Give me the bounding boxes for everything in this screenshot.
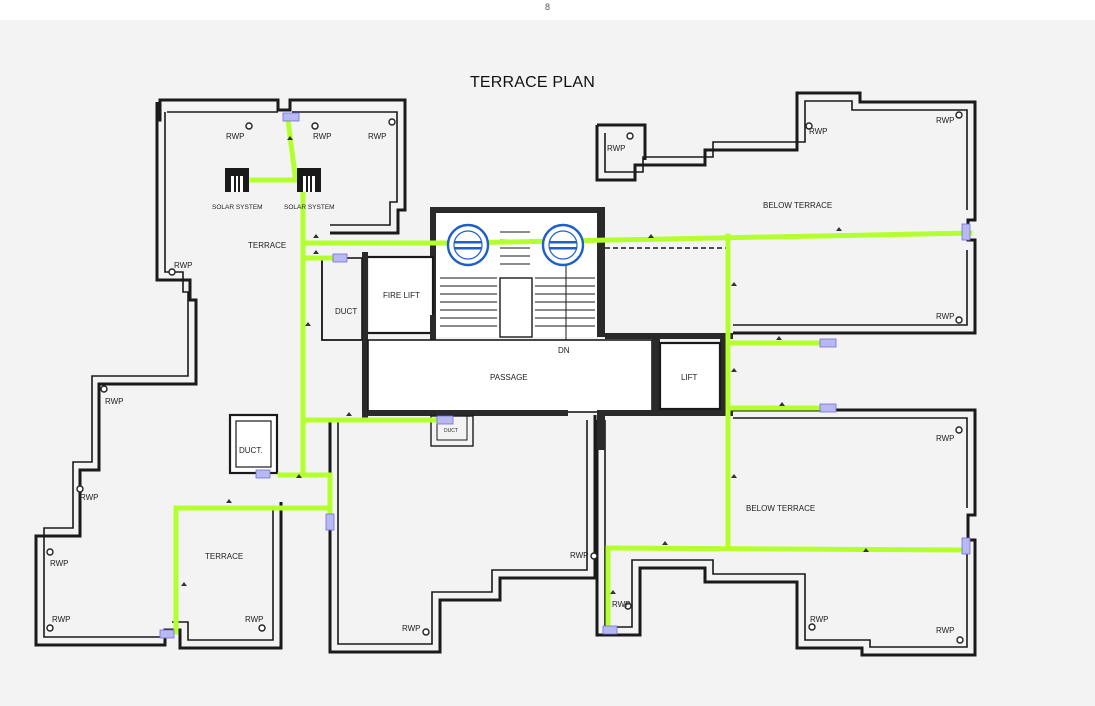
solar-panel-icon bbox=[225, 168, 249, 192]
duct-label: DUCT bbox=[444, 428, 458, 434]
rwp-icon bbox=[311, 122, 319, 130]
duct-upper-room bbox=[321, 257, 363, 341]
page-header-band bbox=[0, 0, 1095, 20]
solar-system-label: SOLAR SYSTEM bbox=[212, 204, 263, 211]
solar-labels: SOLAR SYSTEM SOLAR SYSTEM bbox=[212, 204, 335, 211]
rwp-label: RWP bbox=[936, 312, 955, 321]
plan-title: TERRACE PLAN bbox=[469, 74, 596, 91]
pipe-tag-icon bbox=[819, 338, 837, 348]
rwp-icon bbox=[100, 385, 108, 393]
pipe-tag-icon bbox=[332, 253, 348, 263]
pipe-tag-icon bbox=[255, 469, 271, 479]
rwp-icon bbox=[805, 122, 813, 130]
rwp-label: RWP bbox=[80, 493, 99, 502]
fire-lift-label: FIRE LIFT bbox=[383, 291, 420, 300]
water-tank-icon bbox=[446, 223, 490, 267]
lift-label: LIFT bbox=[681, 373, 698, 382]
solar-system-label: SOLAR SYSTEM bbox=[284, 204, 335, 211]
rwp-label: RWP bbox=[936, 434, 955, 443]
terrace-label: TERRACE bbox=[205, 552, 243, 561]
page-number: 8 bbox=[544, 2, 550, 12]
pipe-tag-icon bbox=[436, 415, 454, 425]
rwp-icon bbox=[46, 624, 54, 632]
rwp-label: RWP bbox=[105, 397, 124, 406]
rwp-label: RWP bbox=[810, 615, 829, 624]
duct-label: DUCT. bbox=[239, 446, 263, 455]
rwp-label: RWP bbox=[612, 600, 631, 609]
below-terrace-label: BELOW TERRACE bbox=[763, 201, 832, 210]
pipe-annotations bbox=[181, 136, 869, 594]
room-labels: TERRACE TERRACE BELOW TERRACE BELOW TERR… bbox=[205, 201, 832, 561]
passage-room bbox=[367, 339, 653, 413]
pipe-tag-icon bbox=[819, 403, 837, 413]
rwp-markers bbox=[46, 111, 964, 644]
rwp-label: RWP bbox=[936, 626, 955, 635]
pipe-tag-icon bbox=[961, 537, 971, 555]
rwp-icon bbox=[956, 636, 964, 644]
duct-label: DUCT bbox=[335, 307, 357, 316]
water-tank-icon bbox=[541, 223, 585, 267]
fire-lift-room bbox=[365, 255, 435, 335]
passage-label: PASSAGE bbox=[490, 373, 528, 382]
rwp-label: RWP bbox=[50, 559, 69, 568]
rwp-label: RWP bbox=[570, 551, 589, 560]
solar-panel-icon bbox=[297, 168, 321, 192]
pipe-tag-icon bbox=[159, 629, 175, 639]
terrace-label: TERRACE bbox=[248, 241, 286, 250]
rwp-label: RWP bbox=[402, 624, 421, 633]
core-block bbox=[228, 207, 733, 475]
rwp-icon bbox=[46, 548, 54, 556]
stair-treads bbox=[440, 231, 595, 342]
rwp-icon bbox=[955, 316, 963, 324]
rwp-icon bbox=[808, 623, 816, 631]
rwp-label: RWP bbox=[809, 127, 828, 136]
rwp-label: RWP bbox=[936, 116, 955, 125]
rwp-icon bbox=[422, 628, 430, 636]
pipe-tags bbox=[159, 112, 971, 639]
rwp-icon bbox=[168, 268, 176, 276]
lift-room bbox=[658, 341, 722, 411]
duct-left-room bbox=[228, 413, 279, 475]
stair-dn-label: DN bbox=[558, 346, 570, 355]
rwp-labels: RWP RWP RWP RWP RWP RWP RWP RWP RWP RWP … bbox=[50, 116, 955, 635]
rwp-icon bbox=[955, 111, 963, 119]
rwp-icon bbox=[245, 122, 253, 130]
rwp-icon bbox=[626, 132, 634, 140]
rwp-icon bbox=[624, 602, 632, 610]
rwp-label: RWP bbox=[313, 132, 332, 141]
rwp-label: RWP bbox=[52, 615, 71, 624]
pipe-tag-icon bbox=[602, 625, 618, 635]
rwp-label: RWP bbox=[368, 132, 387, 141]
rwp-icon bbox=[590, 552, 598, 560]
rwp-icon bbox=[955, 426, 963, 434]
rwp-icon bbox=[388, 118, 396, 126]
pipe-tag-icon bbox=[282, 112, 300, 122]
rwp-icon bbox=[76, 485, 84, 493]
rwp-label: RWP bbox=[607, 144, 626, 153]
below-terrace-label: BELOW TERRACE bbox=[746, 504, 815, 513]
rwp-label: RWP bbox=[226, 132, 245, 141]
left-wing-walls bbox=[34, 98, 597, 654]
rwp-label: RWP bbox=[245, 615, 264, 624]
rwp-icon bbox=[258, 624, 266, 632]
pipe-tag-icon bbox=[961, 223, 971, 241]
rwp-label: RWP bbox=[174, 261, 193, 270]
pipe-tag-icon bbox=[325, 513, 335, 531]
